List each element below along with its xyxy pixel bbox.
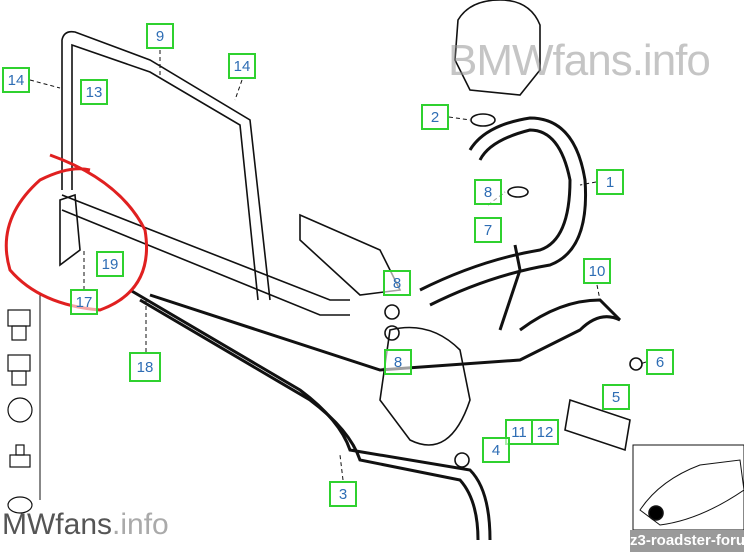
callout-3: 3	[329, 481, 357, 507]
rail-bracket-inner	[71, 43, 259, 301]
car-outline	[639, 459, 744, 526]
callout-10: 10	[583, 258, 611, 284]
hose-3-b	[139, 298, 480, 541]
ring-8b	[384, 304, 400, 320]
watermark-bottom-left: MWfans.info	[2, 508, 169, 542]
callout-2: 2	[421, 104, 449, 130]
callout-1: 1	[596, 169, 624, 195]
watermark-bottom-left-suffix: .info	[112, 508, 169, 541]
hose-1	[419, 128, 572, 292]
watermark-top: BMWfans.info	[448, 36, 711, 85]
hose-1-b	[429, 116, 588, 307]
callout-5: 5	[602, 384, 630, 410]
callout-17: 17	[70, 289, 98, 315]
callout-7: 7	[474, 217, 502, 243]
hose-return	[149, 293, 621, 372]
watermark-bottom-left-main: MWfans	[2, 508, 113, 541]
reservoir	[454, 0, 541, 96]
callout-12: 12	[531, 419, 559, 445]
hose-10	[519, 298, 622, 332]
ring-4	[454, 452, 470, 468]
callout-14: 14	[2, 67, 30, 93]
watermark-bottom-right: z3-roadster-forum.de	[630, 530, 744, 552]
steering-rack	[299, 213, 402, 296]
line-upper	[61, 194, 350, 301]
ring-8c	[384, 325, 400, 341]
bracket-19	[59, 193, 81, 267]
rail-bracket	[61, 30, 271, 301]
callout-8: 8	[383, 270, 411, 296]
ring-8	[507, 186, 529, 198]
rack-boot	[564, 398, 631, 452]
callout-18: 18	[129, 352, 161, 382]
callout-9: 9	[146, 23, 174, 49]
callout-6: 6	[646, 349, 674, 375]
callout-14: 14	[228, 53, 256, 79]
location-dot	[648, 505, 664, 521]
callout-4: 4	[482, 437, 510, 463]
callout-19: 19	[96, 251, 124, 277]
leader-lines	[29, 50, 647, 481]
pump	[379, 326, 471, 446]
callout-8: 8	[384, 349, 412, 375]
ring-2	[470, 113, 496, 127]
hose-7	[498, 244, 522, 331]
ring-6	[629, 357, 643, 371]
callout-13: 13	[80, 79, 108, 105]
fastener-icons	[7, 309, 33, 514]
callout-8: 8	[474, 179, 502, 205]
red-annotation-circle	[4, 153, 148, 312]
